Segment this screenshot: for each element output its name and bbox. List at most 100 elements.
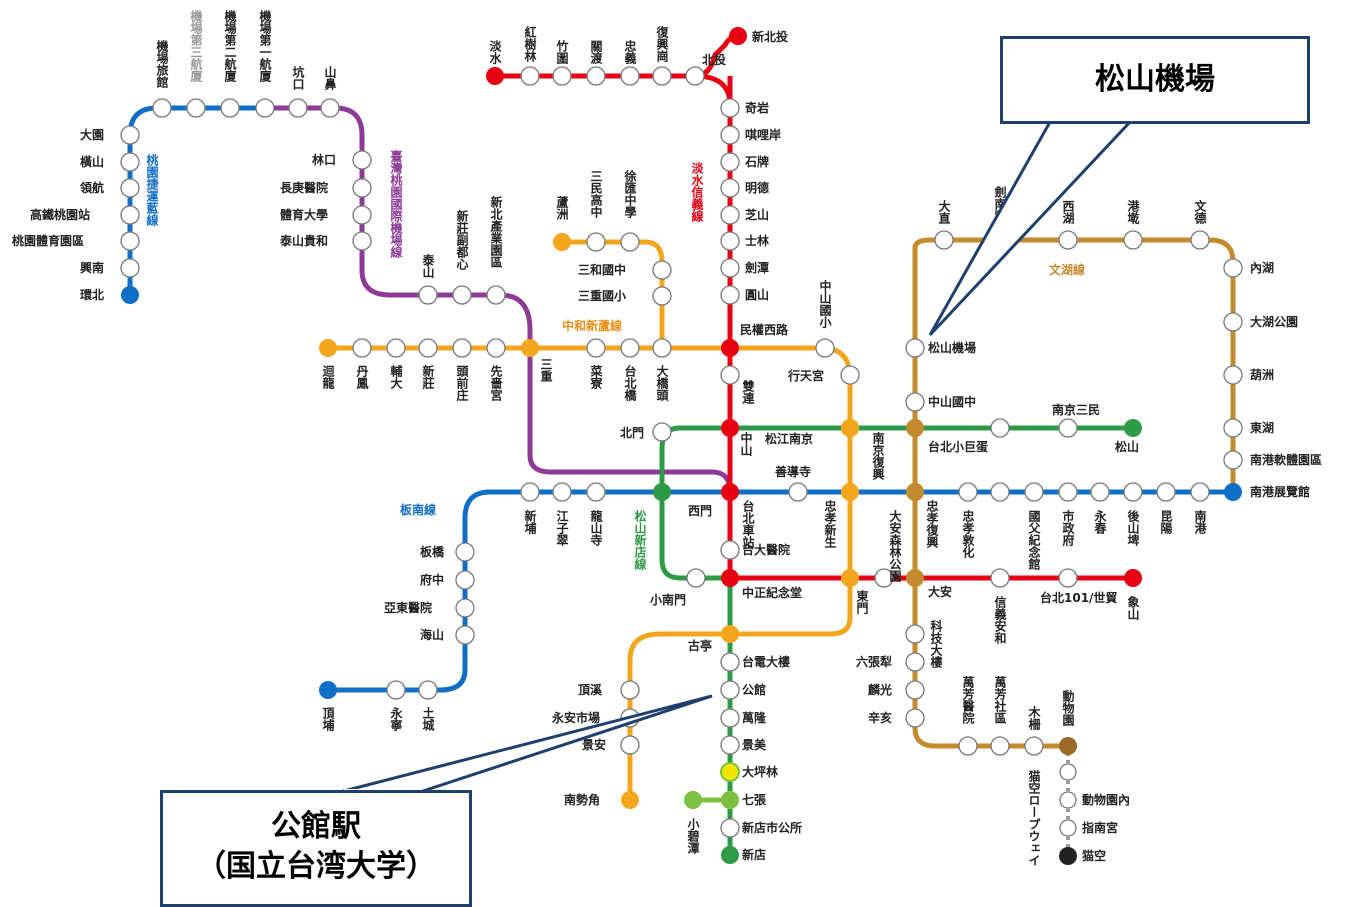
station-marker [1223, 258, 1243, 278]
label-taipei-arena: 台北小巨蛋 [928, 439, 988, 454]
station-marker [1058, 230, 1078, 250]
label-xiaonanmen: 小南門 [650, 592, 686, 607]
label-zhongshan: 中山 [739, 431, 753, 457]
label-shanbi: 山鼻 [323, 65, 337, 91]
station-marker [729, 27, 747, 45]
station-marker [721, 339, 739, 357]
station-marker [621, 791, 639, 809]
label-taipei101: 台北101/世貿 [1040, 590, 1117, 605]
label-songshan-line: 松山新店線 [633, 509, 647, 571]
station-marker [720, 125, 740, 145]
station-marker [721, 483, 739, 501]
label-hsr-taoyuan: 高鐵桃園站 [30, 207, 90, 222]
station-marker [720, 652, 740, 672]
label-airport-hotel: 機場旅館 [155, 39, 169, 89]
callout-airport-text: 松山機場 [1095, 62, 1215, 97]
label-qilian: 唭哩岸 [745, 127, 781, 142]
label-taipei-main: 台北車站 [741, 499, 755, 549]
station-marker [288, 98, 308, 118]
label-sanchong-es: 三重國小 [578, 288, 626, 303]
label-sanmin-hs: 三民高中 [589, 170, 603, 219]
label-ximen: 西門 [688, 504, 712, 518]
label-maokong: 猫空 [1082, 848, 1106, 863]
label-taishan-guihe: 泰山貴和 [279, 233, 328, 248]
label-beimen: 北門 [620, 425, 644, 440]
callout-gongguan-line2: （国立台湾大学） [196, 849, 436, 884]
label-xuhui-hs: 徐匯中學 [623, 169, 637, 219]
station-marker [1024, 736, 1044, 756]
station-marker [1059, 791, 1077, 809]
label-yuanshan: 圓山 [745, 287, 769, 302]
label-hengshan: 橫山 [80, 154, 104, 169]
station-marker [352, 178, 372, 198]
label-shandao: 善導寺 [775, 464, 811, 479]
label-caicuo: 菜寮 [589, 364, 603, 390]
station-marker [1058, 418, 1078, 438]
label-liuzhangli: 六張犁 [856, 654, 892, 669]
station-marker [220, 98, 240, 118]
label-gangqian: 港墘 [1126, 199, 1140, 225]
label-linguang: 麟光 [868, 682, 892, 697]
label-zhongshan-jh: 中山國中 [928, 394, 976, 409]
label-dapinglin: 大坪林 [742, 764, 778, 779]
label-xinzhuang-fu: 新莊副都心 [455, 209, 469, 271]
label-xiangshan: 象山 [1126, 595, 1140, 621]
station-marker [1124, 569, 1142, 587]
station-marker [906, 569, 924, 587]
label-tucheng: 土城 [421, 706, 435, 732]
station-marker [1223, 365, 1243, 385]
label-xiaobitan: 小碧潭 [686, 817, 700, 855]
station-marker [905, 680, 925, 700]
station-marker [620, 680, 640, 700]
label-haishan: 海山 [420, 627, 444, 642]
label-xingtian: 行天宮 [787, 368, 824, 383]
airport-line-path [262, 105, 733, 493]
station-marker [721, 846, 739, 864]
station-marker [1123, 230, 1143, 250]
label-nanjing-sanmin: 南京三民 [1052, 402, 1100, 417]
label-ckshm: 中正紀念堂 [742, 585, 802, 600]
station-marker [255, 98, 275, 118]
station-marker [905, 338, 925, 358]
station-marker [1223, 418, 1243, 438]
stations-group [120, 27, 1243, 865]
label-xianse: 先嗇宮 [489, 364, 503, 401]
station-marker [720, 762, 740, 782]
label-linkou: 林口 [312, 152, 336, 167]
station-marker [1059, 819, 1077, 837]
station-marker [1059, 847, 1077, 865]
label-zhishan: 芝山 [745, 207, 769, 222]
label-minquan-w: 民權西路 [740, 322, 789, 337]
station-marker [653, 483, 671, 501]
station-marker [1223, 312, 1243, 332]
label-xihu: 西湖 [1061, 200, 1075, 225]
label-nangang: 南港 [1193, 509, 1207, 535]
label-taipei-bridge: 台北橋 [623, 364, 637, 402]
label-femh: 亞東醫院 [384, 600, 432, 615]
station-marker [906, 419, 924, 437]
label-nangang-soft: 南港軟體園區 [1250, 452, 1322, 467]
station-marker [720, 680, 740, 700]
label-shipai: 石牌 [744, 154, 769, 169]
label-nsu: 體育大學 [280, 207, 328, 222]
station-marker [720, 818, 740, 838]
label-sanchong: 三重 [539, 358, 553, 382]
label-xinbeitou: 新北投 [752, 29, 788, 44]
label-zhuwei: 竹圍 [555, 39, 569, 65]
station-marker [418, 338, 438, 358]
label-xinhai: 辛亥 [868, 710, 892, 725]
label-luzhou: 蘆洲 [555, 195, 569, 221]
station-marker [1059, 763, 1077, 781]
wenhu-line-path [912, 248, 1068, 749]
label-songshan-airport: 松山機場 [928, 340, 976, 355]
station-marker [120, 231, 140, 251]
station-marker [720, 365, 740, 385]
label-houshanpi: 後山埤 [1126, 509, 1140, 547]
label-danfeng: 丹鳳 [355, 365, 369, 390]
station-marker [720, 98, 740, 118]
label-city-hall: 市政府 [1061, 509, 1075, 547]
station-marker [586, 338, 606, 358]
station-marker [906, 483, 924, 501]
station-marker [352, 338, 372, 358]
